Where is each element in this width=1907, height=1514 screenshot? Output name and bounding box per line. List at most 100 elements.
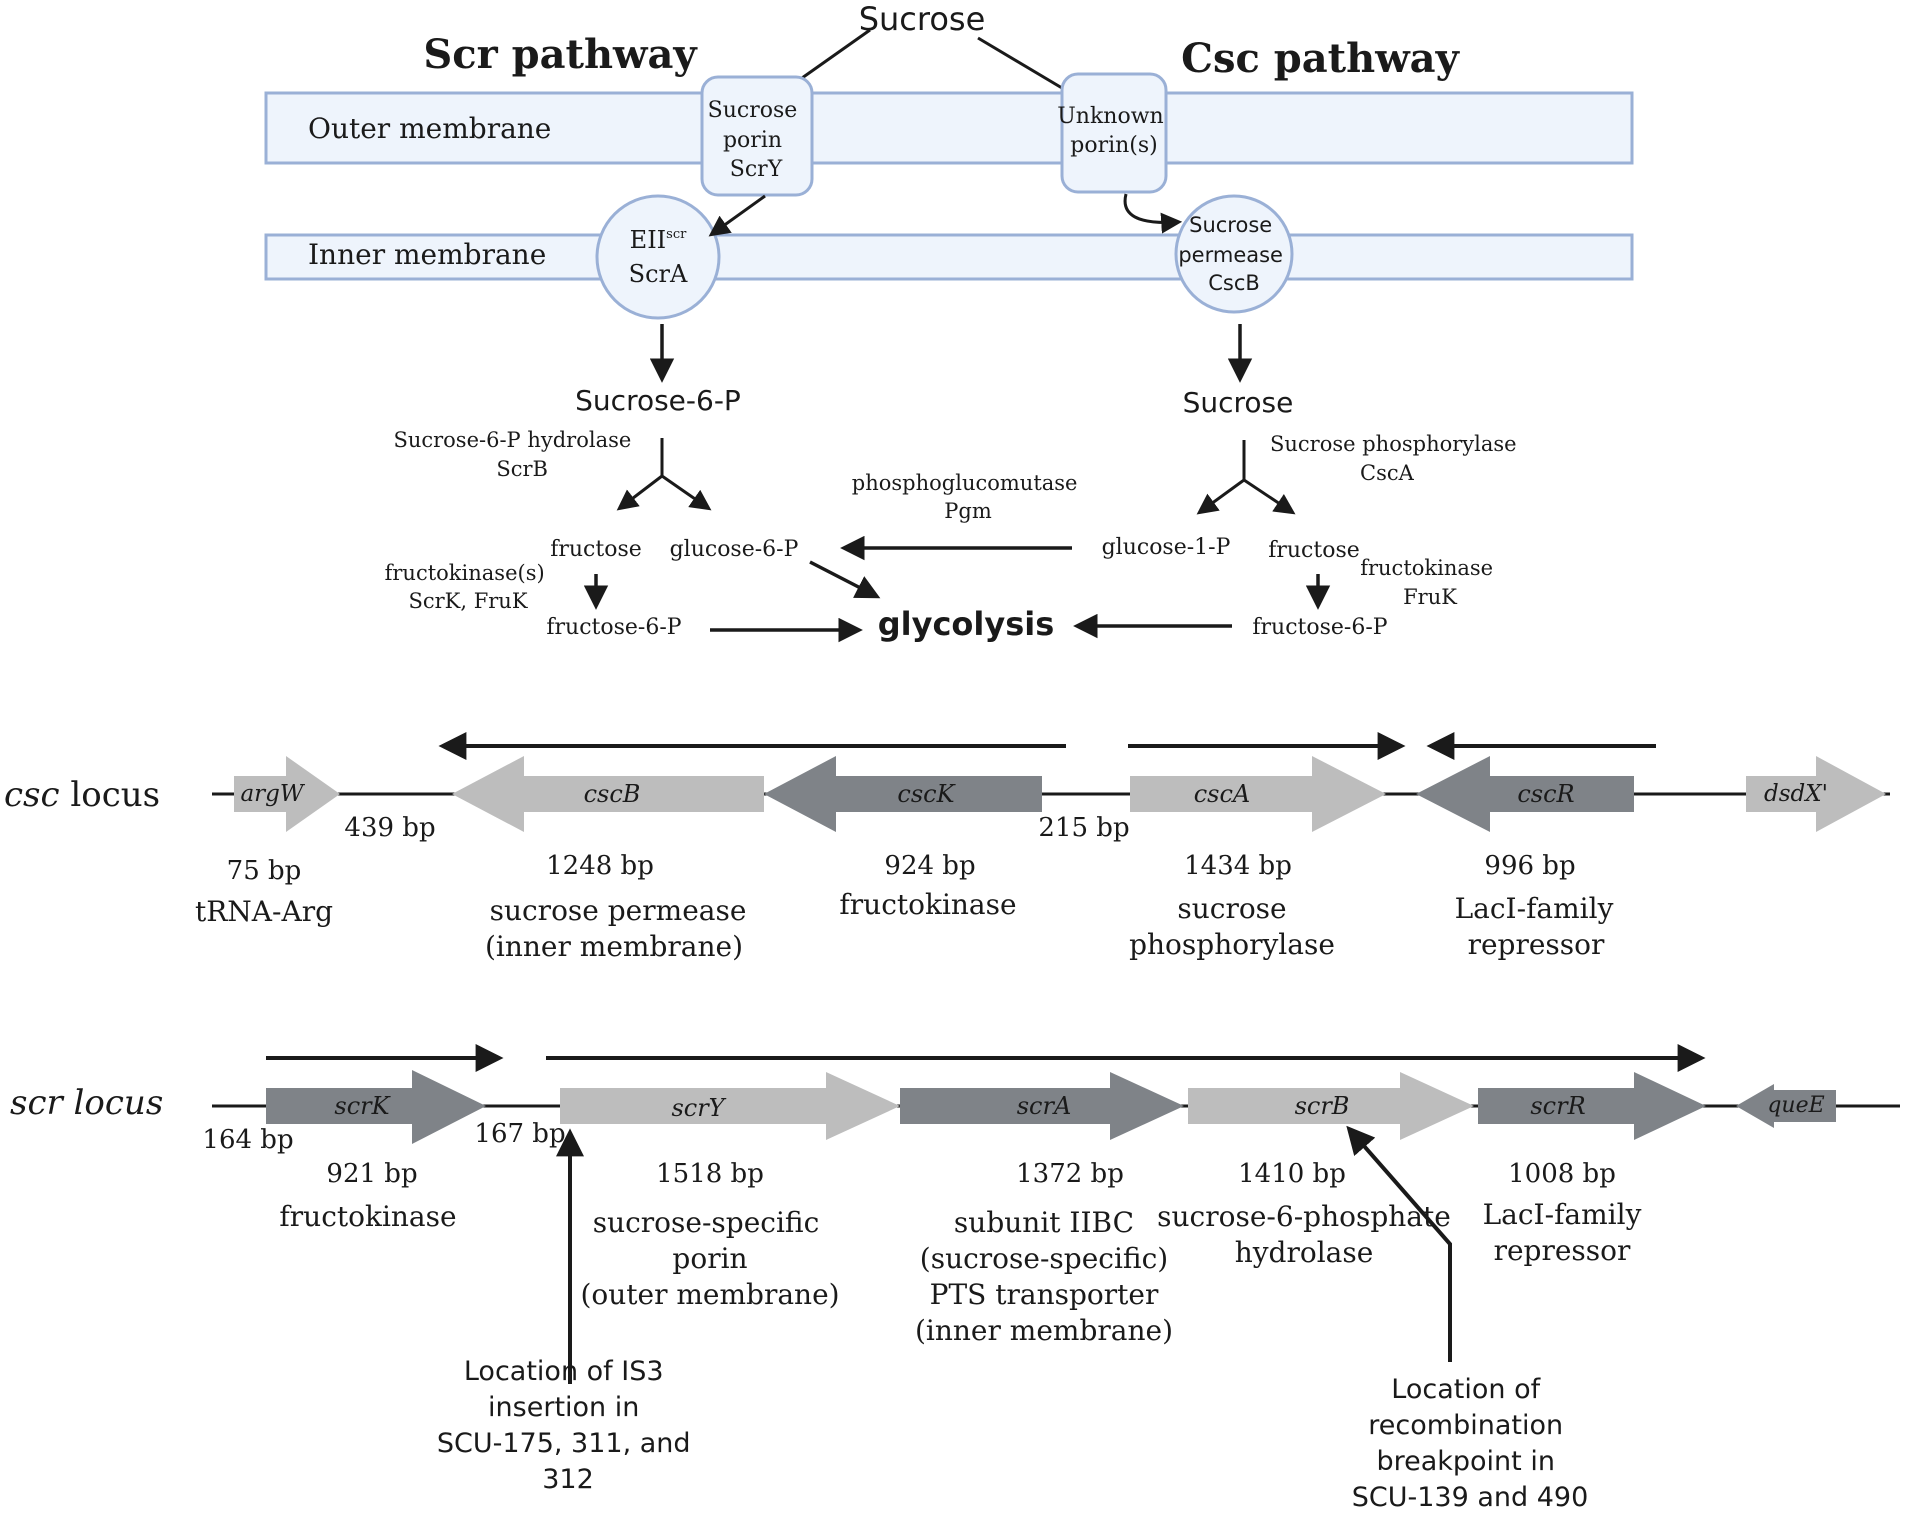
csc-desc-cscb: 1248 bp sucrose permease (inner membrane…: [485, 851, 746, 963]
csc-desc-line: repressor: [1468, 928, 1605, 961]
cscb-permease-label: Sucrose permease CscB: [1178, 213, 1289, 295]
fructose-right-label: fructose: [1268, 538, 1360, 563]
csca-enzyme-label: Sucrose phosphorylase CscA: [1270, 432, 1523, 485]
scr-desc-line: (outer membrane): [580, 1278, 839, 1311]
scr-desc-line: porin: [672, 1242, 747, 1275]
csc-pathway-title: Csc pathway: [1181, 35, 1460, 82]
scr-desc-scrr: 1008 bp LacI-family repressor: [1483, 1159, 1642, 1267]
csc-spacer-439: 439 bp: [344, 813, 435, 843]
sucrose-top-label: Sucrose: [859, 0, 986, 38]
scry-gene-label: scrY: [671, 1094, 726, 1122]
csc-desc-size: 924 bp: [884, 851, 975, 881]
eii-scra-circle: [595, 194, 721, 320]
scr-spacer-164: 164 bp: [202, 1125, 293, 1155]
scra-label: ScrA: [629, 260, 688, 288]
unknown-porin: [1060, 72, 1168, 194]
cscb-gene: [452, 756, 764, 832]
scry-porin: [700, 75, 814, 197]
quee-gene-label: queE: [1767, 1093, 1824, 1118]
csc-desc-size: 75 bp: [227, 856, 302, 886]
csc-desc-csca: 1434 bp sucrose phosphorylase: [1129, 851, 1335, 961]
quee-gene: [1736, 1084, 1836, 1128]
scr-desc-line: sucrose-specific: [593, 1206, 820, 1239]
scra-gene-label: scrA: [1017, 1092, 1072, 1120]
csc-desc-line: LacI-family: [1455, 892, 1614, 925]
pgm-enzyme-label: phosphoglucomutase Pgm: [852, 471, 1084, 523]
glycolysis-label: glycolysis: [878, 605, 1055, 643]
g6p-to-glycolysis-arrow: [809, 560, 881, 599]
csca-right-branch: [1243, 478, 1296, 515]
fructose-6-p-left-label: fructose-6-P: [546, 615, 681, 640]
unknown-to-cscb-arrow: [1123, 193, 1183, 234]
sucrose-6-p-label: Sucrose-6-P: [575, 384, 741, 417]
scrk-gene-label: scrK: [334, 1092, 391, 1120]
dsdx-gene: [1746, 756, 1886, 832]
scr-pathway-title: Scr pathway: [423, 31, 698, 78]
csc-desc-line: (inner membrane): [485, 930, 743, 963]
glucose-6-p-label: glucose-6-P: [670, 537, 799, 562]
scr-desc-line: hydrolase: [1235, 1236, 1374, 1269]
scr-desc-line: subunit IIBC: [954, 1206, 1134, 1239]
argw-gene: [234, 756, 340, 832]
scr-desc-scrb: 1410 bp sucrose-6-phosphate hydrolase: [1157, 1159, 1451, 1269]
cscr-gene: [1416, 756, 1634, 832]
csck-gene: [764, 756, 1042, 832]
csc-desc-size: 1248 bp: [546, 851, 654, 881]
scr-desc-line: fructokinase: [279, 1200, 456, 1233]
scr-desc-scra: 1372 bp subunit IIBC (sucrose-specific) …: [915, 1159, 1173, 1347]
csca-gene-label: cscA: [1194, 780, 1251, 808]
csca-left-branch: [1196, 478, 1245, 515]
cscr-gene-label: cscR: [1517, 780, 1574, 808]
scr-locus-label: scr locus: [10, 1083, 163, 1123]
is3-insertion-note: Location of IS3 insertion in SCU-175, 31…: [437, 1356, 699, 1495]
scr-desc-line: sucrose-6-phosphate: [1157, 1200, 1451, 1233]
csc-desc-line: phosphorylase: [1129, 928, 1335, 961]
scrb-right-branch: [661, 474, 712, 511]
fructose-6-p-right-label: fructose-6-P: [1252, 615, 1387, 640]
scrb-enzyme-label: Sucrose-6-P hydrolase ScrB: [393, 428, 638, 481]
fructokinases-left-label: fructokinase(s) ScrK, FruK: [385, 561, 552, 613]
scr-spacer-167: 167 bp: [474, 1119, 565, 1149]
scr-desc-size: 1518 bp: [656, 1159, 764, 1189]
scr-desc-line: LacI-family: [1483, 1198, 1642, 1231]
csc-desc-line: fructokinase: [839, 888, 1016, 921]
scry-porin-label: Sucrose porin ScrY: [708, 98, 805, 182]
outer-membrane-label: Outer membrane: [308, 112, 551, 145]
csc-desc-line: sucrose: [1177, 892, 1286, 925]
csc-desc-line: sucrose permease: [490, 894, 747, 927]
scr-desc-size: 1410 bp: [1238, 1159, 1346, 1189]
glucose-1-p-label: glucose-1-P: [1102, 535, 1231, 560]
scry-to-eii-arrow: [708, 194, 766, 237]
sucrose-to-unknown-line: [977, 36, 1063, 90]
recombination-breakpoint-note: Location of recombination breakpoint in …: [1352, 1374, 1589, 1513]
csc-desc-csck: 924 bp fructokinase: [839, 851, 1016, 921]
recombination-breakpoint-arrow: [1346, 1125, 1452, 1362]
scr-desc-size: 1008 bp: [1508, 1159, 1616, 1189]
cscb-permease-circle: [1174, 194, 1294, 314]
scr-desc-size: 921 bp: [326, 1159, 417, 1189]
fructose-left-label: fructose: [550, 537, 642, 562]
scrr-gene: [1478, 1072, 1706, 1140]
fruk-right-label: fructokinase FruK: [1360, 556, 1500, 609]
scr-desc-line: PTS transporter: [930, 1278, 1159, 1311]
csc-spacer-215: 215 bp: [1038, 813, 1129, 843]
outer-membrane: [264, 91, 1634, 165]
scr-desc-line: (inner membrane): [915, 1314, 1173, 1347]
scry-gene: [560, 1072, 900, 1140]
scr-desc-scry: 1518 bp sucrose-specific porin (outer me…: [580, 1159, 839, 1311]
scrr-gene-label: scrR: [1530, 1092, 1585, 1120]
unknown-porin-label: Unknown porin(s): [1057, 104, 1170, 158]
argw-gene-label: argW: [240, 781, 305, 807]
csc-desc-argw: 75 bp tRNA-Arg: [195, 856, 333, 928]
sucrose-to-scry-line: [801, 28, 871, 80]
scrk-gene: [266, 1070, 486, 1144]
scra-gene: [900, 1072, 1184, 1140]
scr-desc-size: 1372 bp: [1016, 1159, 1124, 1189]
csc-desc-cscr: 996 bp LacI-family repressor: [1455, 851, 1614, 961]
sucrose-right-label: Sucrose: [1183, 386, 1294, 419]
inner-membrane: [264, 233, 1634, 281]
cscb-gene-label: cscB: [584, 780, 641, 808]
scrb-gene-label: scrB: [1295, 1092, 1350, 1120]
